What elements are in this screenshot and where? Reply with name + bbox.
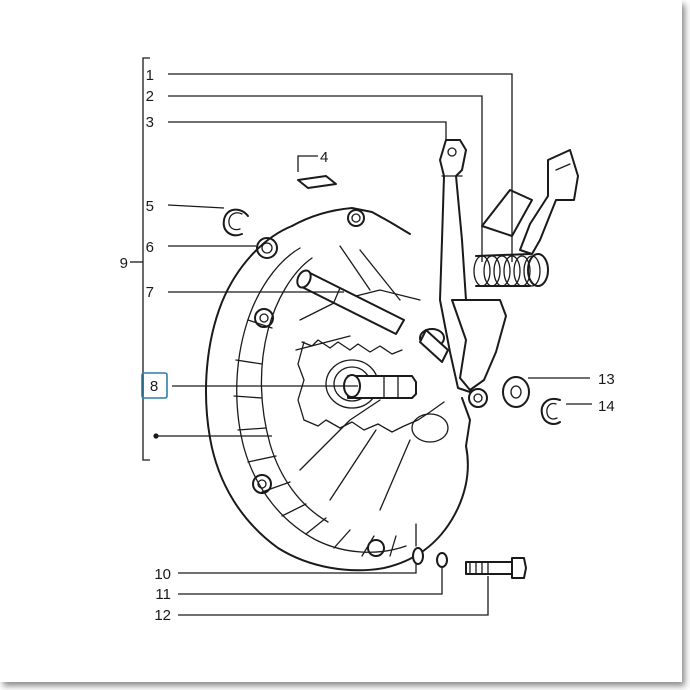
callout-14: 14 [598,398,615,415]
callout-13: 13 [598,371,615,388]
callout-6: 6 [146,239,154,256]
callout-9: 9 [120,255,128,272]
diagram-sheet: 1 2 3 4 5 6 7 8 9 10 11 12 13 14 [119,57,615,624]
pin-drawing [296,269,405,335]
callout-2: 2 [146,88,154,105]
callout-8-highlight-box [141,372,168,399]
callout-12: 12 [154,607,171,624]
callout-8: 8 [150,378,158,395]
callout-5: 5 [146,198,154,215]
callout-7: 7 [146,284,154,301]
leader-lines [130,57,592,616]
callout-labels: 1 2 3 4 5 6 7 8 9 10 11 12 13 14 [120,67,615,624]
small-parts-drawing [222,175,561,579]
callout-3: 3 [146,114,154,131]
callout-1: 1 [146,67,154,84]
clutch-cover-drawing [205,207,471,572]
callout-4: 4 [320,149,328,166]
callout-10: 10 [154,566,171,583]
callout-11: 11 [155,586,171,603]
lever-assembly-drawing [419,139,579,408]
